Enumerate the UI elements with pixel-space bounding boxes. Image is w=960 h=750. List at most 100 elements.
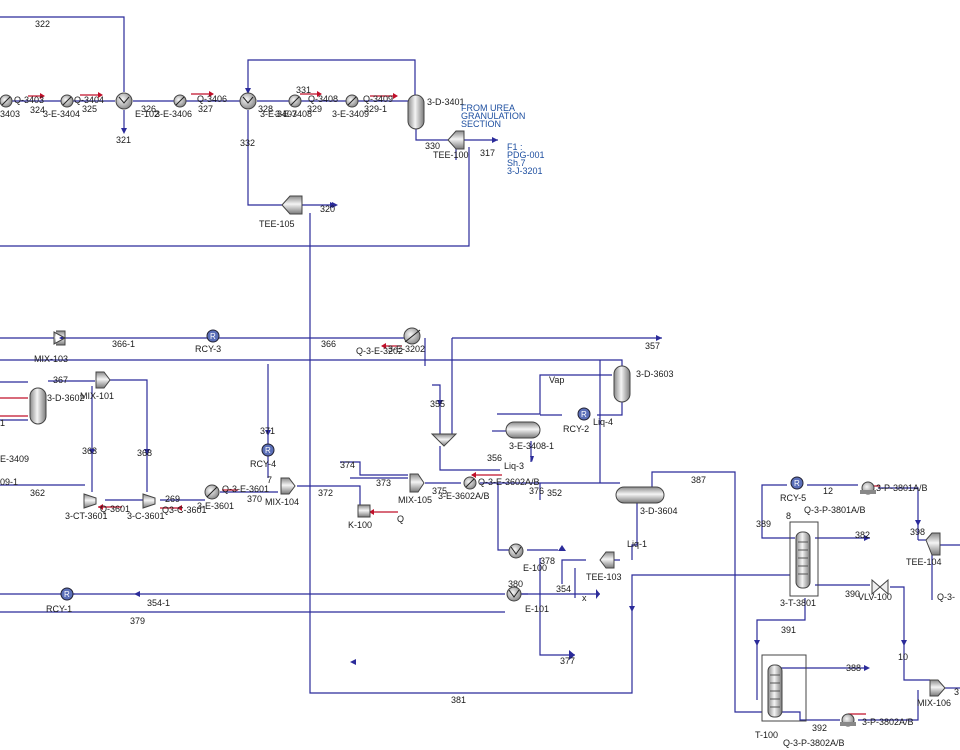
tee103-icon[interactable] [599,551,615,569]
q-label[interactable]: Q [397,514,404,524]
heater-3404-icon[interactable] [60,94,74,108]
stream-354-label[interactable]: 354 [556,584,571,594]
stream-380-label[interactable]: 380 [508,579,523,589]
stream-x-label[interactable]: x [582,593,587,603]
e3602-label[interactable]: 3-E-3602A/B [438,491,490,501]
e3202-label[interactable]: 3-E-3202 [388,344,425,354]
column-t100-icon[interactable] [761,654,807,722]
e100-label[interactable]: E-100 [523,563,547,573]
column-3t3801-icon[interactable] [789,521,819,597]
stream-330-label[interactable]: 330 [425,141,440,151]
pump-3p3801-icon[interactable] [860,481,876,495]
stream-371-label[interactable]: 371 [260,426,275,436]
q3cut-label[interactable]: Q-3- [937,592,955,602]
mix105-icon[interactable] [409,473,425,493]
rcy4-icon[interactable]: R [261,443,275,457]
stream-379-label[interactable]: 379 [130,616,145,626]
stream-liq3-label[interactable]: Liq-3 [504,461,524,471]
stream-381-label[interactable]: 381 [451,695,466,705]
mix103-icon[interactable] [53,330,67,346]
stream-329-label[interactable]: 329 [307,104,322,114]
stream-317-label[interactable]: 317 [480,148,495,158]
stream-354-1-label[interactable]: 354-1 [147,598,170,608]
e3404-label[interactable]: 3-E-3404 [43,109,80,119]
stream-378-label[interactable]: 378 [540,556,555,566]
stream-390-label[interactable]: 390 [845,589,860,599]
mix104-label[interactable]: MIX-104 [265,497,299,507]
stream-366-label[interactable]: 366 [321,339,336,349]
d3603-label[interactable]: 3-D-3603 [636,369,674,379]
rcy5-icon[interactable]: R [790,476,804,490]
e102-exchanger-icon[interactable] [115,92,133,110]
exchanger-3e3202-icon[interactable] [403,327,421,345]
e3409-label[interactable]: 3-E-3409 [332,109,369,119]
qe3202-label[interactable]: Q-3-E-3202 [356,346,403,356]
heater-3406-icon[interactable] [173,94,187,108]
e102-label[interactable]: E-102 [135,109,159,119]
qc3601-label[interactable]: Q3-C-3601 [162,505,207,515]
stream-398-label[interactable]: 398 [910,527,925,537]
e3406-label[interactable]: 3-E-3406 [155,109,192,119]
e3408-label[interactable]: 3-E-3408 [275,109,312,119]
k100-icon[interactable] [357,504,371,518]
stream-8-label[interactable]: 8 [786,511,791,521]
q3408-label[interactable]: Q-3408 [308,94,338,104]
stream-liq4-label[interactable]: Liq-4 [593,417,613,427]
mix105-label[interactable]: MIX-105 [398,495,432,505]
stream-325-label[interactable]: 325 [82,104,97,114]
qp3801-label[interactable]: Q-3-P-3801A/B [804,505,866,515]
mix104-icon[interactable] [280,477,296,495]
c3601-label[interactable]: 3-C-3601 [127,511,165,521]
p3802-label[interactable]: 3-P-3802A/B [862,717,914,727]
stream-7-label[interactable]: 7 [267,475,272,485]
qp3802-label[interactable]: Q-3-P-3802A/B [783,738,845,748]
q3403-label[interactable]: Q-3403 [14,95,44,105]
rcy2-icon[interactable]: R [577,407,591,421]
stream-331-label[interactable]: 331 [296,85,311,95]
heater-3403-icon[interactable] [0,94,13,108]
vessel-3d3401-icon[interactable] [407,94,425,130]
d3401-label[interactable]: 3-D-3401 [427,97,465,107]
rcy1-icon[interactable]: R [60,587,74,601]
stream-355-label[interactable]: 355 [430,399,445,409]
stream-391-label[interactable]: 391 [781,625,796,635]
stream-375-label[interactable]: 375 [432,486,447,496]
rcy2-label[interactable]: RCY-2 [563,424,589,434]
k100-label[interactable]: K-100 [348,520,372,530]
d3604-label[interactable]: 3-D-3604 [640,506,678,516]
tee104-icon[interactable] [925,532,941,556]
stream-388-label[interactable]: 388 [846,663,861,673]
stream-12-label[interactable]: 12 [823,486,833,496]
mix106-label[interactable]: MIX-106 [917,698,951,708]
rcy4-label[interactable]: RCY-4 [250,459,276,469]
tee100-icon[interactable] [447,130,465,150]
stream-362-label[interactable]: 362 [30,488,45,498]
stream-389-label[interactable]: 389 [756,519,771,529]
vessel-3e3408-1-icon[interactable] [505,421,541,439]
stream-10-label[interactable]: 10 [898,652,908,662]
vlv100-label[interactable]: VLV-100 [858,592,892,602]
vessel-3d3604-icon[interactable] [615,486,665,504]
stream-392-label[interactable]: 392 [812,723,827,733]
stream-332-label[interactable]: 332 [240,138,255,148]
stream-328-label[interactable]: 328 [258,104,273,114]
rcy3-label[interactable]: RCY-3 [195,344,221,354]
stream-326-label[interactable]: 326 [141,104,156,114]
stream-324-label[interactable]: 324 [30,105,45,115]
pump-3p3802-icon[interactable] [840,713,856,727]
stream-269-label[interactable]: 269 [165,494,180,504]
e101-icon[interactable] [506,586,522,602]
rcy3-icon[interactable]: R [206,329,220,343]
e100-icon[interactable] [508,543,524,559]
tee104-label[interactable]: TEE-104 [906,557,942,567]
e3408-1-label[interactable]: 3-E-3408-1 [509,441,554,451]
e3602-icon[interactable] [463,476,477,490]
mix101-label[interactable]: MIX-101 [80,391,114,401]
qe3601-label[interactable]: Q-3-E-3601 [222,484,269,494]
rcy1-label[interactable]: RCY-1 [46,604,72,614]
qe3602-label[interactable]: Q-3-E-3602A/B [478,477,540,487]
tee105-icon[interactable] [281,195,303,215]
mix103-label[interactable]: MIX-103 [34,354,68,364]
q3601-label[interactable]: Q-3601 [100,504,130,514]
